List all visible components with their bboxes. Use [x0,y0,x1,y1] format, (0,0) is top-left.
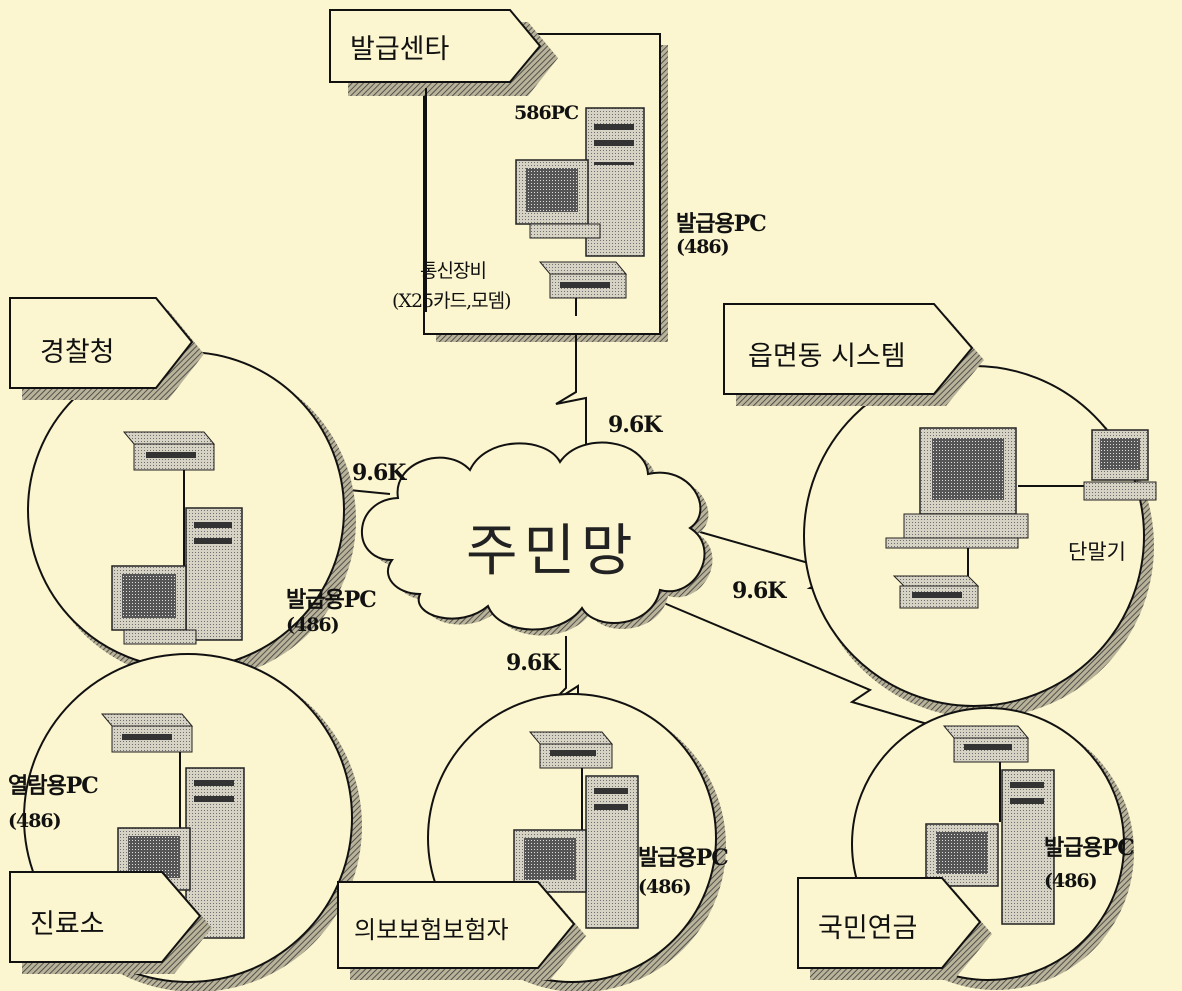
town-group [723,303,1157,718]
issue-center-pc-spec: (486) [676,236,730,258]
police-pc-label: 발급용PC [286,587,377,613]
insurer-server-icon [585,775,639,929]
pension-title: 국민연금 [818,913,918,944]
link-speed-police: 9.6K [352,460,406,486]
issue-center-tag [329,9,542,83]
clinic-pc-label: 열람용PC [8,773,99,799]
pension-pc-spec: (486) [1044,870,1098,892]
insurer-group [337,693,726,991]
pension-pc-label: 발급용PC [1044,835,1135,861]
terminal-icon [1083,429,1157,501]
police-server-icon [185,507,243,641]
link-speed-issue-center: 9.6K [608,412,662,438]
comm-equipment-label: 통신장비 [420,260,487,282]
town-title: 읍면동 시스템 [748,341,906,372]
issue-center-server-label: 586PC [514,102,579,124]
pension-server-icon [1001,769,1055,925]
police-pc-spec: (486) [286,614,340,636]
insurer-pc-spec: (486) [638,876,692,898]
issue-center-title: 발급센타 [350,34,450,65]
police-title: 경찰청 [40,337,115,368]
pension-pc-icon [925,823,999,887]
clinic-pc-spec: (486) [8,810,62,832]
issue-center-group [329,9,668,342]
terminal-label: 단말기 [1068,540,1126,564]
comm-equipment-icon [538,261,628,299]
comm-equipment-spec: (X25카드,모뎀) [392,290,511,312]
resident-network-cloud [360,441,713,636]
insurer-comm-icon [528,731,614,769]
town-comm-icon [892,575,980,609]
issue-center-pc-label: 발급용PC [676,211,767,237]
police-comm-icon [122,431,216,471]
police-group [9,297,356,680]
insurer-pc-label: 발급용PC [638,845,729,871]
clinic-group [9,653,362,991]
pension-comm-icon [942,725,1030,763]
clinic-title: 진료소 [30,909,105,940]
issue-pc-monitor-icon [515,159,601,239]
insurer-title: 의보보험보험자 [354,916,509,944]
town-pc-icon [885,427,1029,549]
police-pc-icon [111,565,197,645]
pension-group [797,707,1134,990]
link-speed-insurer: 9.6K [506,650,560,676]
network-center-label: 주민망 [466,519,639,584]
clinic-comm-icon [100,713,194,753]
link-pension [651,597,949,731]
link-issue-center [555,334,587,458]
link-speed-town: 9.6K [732,578,786,604]
